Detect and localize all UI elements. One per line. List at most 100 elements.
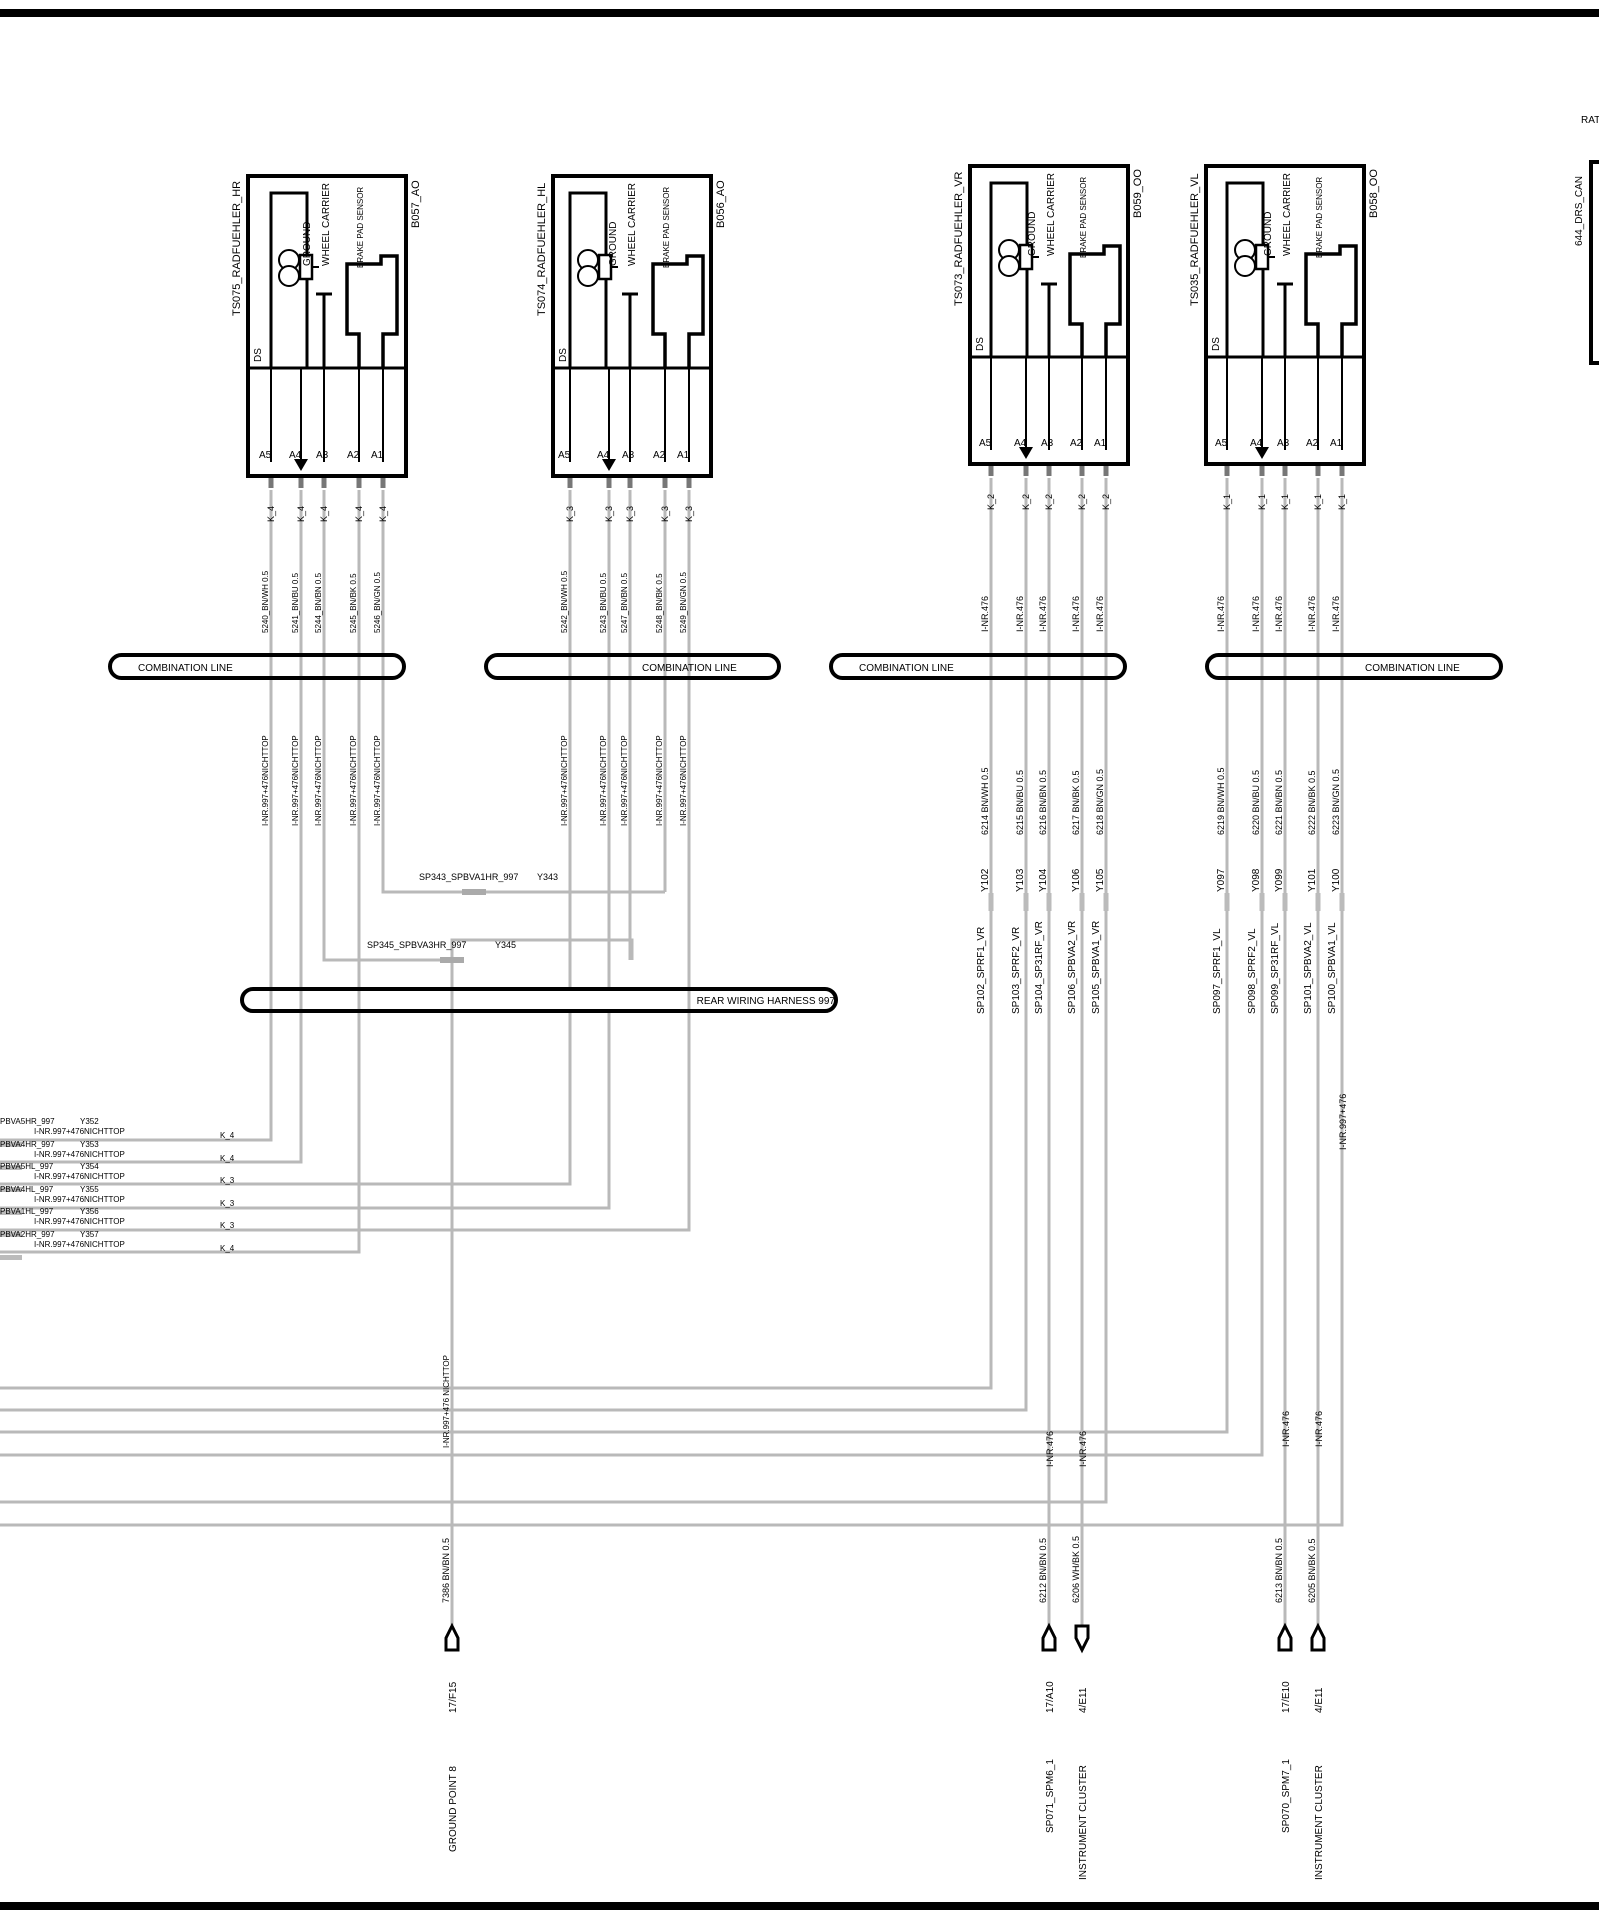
sensor-ds-label: DS xyxy=(253,348,264,362)
left-conn-label: K_4 xyxy=(220,1131,235,1140)
wire-hl-a5 xyxy=(0,490,572,1186)
left-conn-label: K_3 xyxy=(220,1199,235,1208)
left-wire-label: I-NR.997+476NICHTTOP xyxy=(34,1127,125,1136)
wire-spec-label: I-NR.997+476NICHTTOP xyxy=(314,735,323,826)
left-wire-label: I-NR.997+476NICHTTOP xyxy=(34,1240,125,1249)
left-splice-name: PBVA4HR_997 xyxy=(0,1140,55,1149)
ground-label: GROUND xyxy=(1263,212,1274,256)
terminal-wire-label: 6206 WH/BK 0.5 xyxy=(1071,1536,1081,1603)
terminal-target: SP071_SPM6_1 xyxy=(1045,1759,1056,1833)
connector-stub xyxy=(268,478,274,488)
connector-label: K_1 xyxy=(1280,494,1290,510)
wire-code-label: 5244_BN/BN 0.5 xyxy=(314,572,323,633)
connector-stub xyxy=(1023,466,1029,476)
splice-marker xyxy=(1315,893,1321,911)
connector-label: K_4 xyxy=(266,506,276,522)
left-splice-name: PBVA4HL_997 xyxy=(0,1185,54,1194)
wire-code-label: 6214 BN/WH 0.5 xyxy=(980,767,990,835)
terminal-target: GROUND POINT 8 xyxy=(448,1766,459,1852)
temp-coil-icon xyxy=(577,265,599,287)
wire-hl-a1 xyxy=(0,490,691,1232)
connector-stub xyxy=(567,478,573,488)
splice-name: SP097_SPRF1_VL xyxy=(1212,928,1223,1014)
brake-pad-sensor-icon xyxy=(1304,244,1358,357)
splice-id: Y103 xyxy=(1015,868,1026,892)
sensor-name: TS075_RADFUEHLER_HR xyxy=(231,181,243,316)
ground-label: GROUND xyxy=(1027,212,1038,256)
connector-stub xyxy=(686,478,692,488)
left-splice-name: PBVA5HL_997 xyxy=(0,1162,54,1171)
terminal-target: INSTRUMENT CLUSTER xyxy=(1314,1765,1325,1880)
wire-spec-label: I-NR.476 xyxy=(1307,596,1317,632)
splice-name: SP343_SPBVA1HR_997 xyxy=(419,872,518,882)
wire-spec-label: I-NR.476 xyxy=(1331,596,1341,632)
left-stub xyxy=(0,1142,22,1147)
splice-name: SP106_SPBVA2_VR xyxy=(1067,921,1078,1014)
splice-id: Y097 xyxy=(1216,868,1227,892)
brake-pad-label: BRAKE PAD SENSOR xyxy=(356,187,365,268)
combination-line-band xyxy=(1205,653,1503,680)
wire-vr-a4 xyxy=(0,478,1028,1412)
pin-label: A4 xyxy=(1250,438,1263,449)
wire-code-label: 6222 BN/BK 0.5 xyxy=(1307,770,1317,835)
wire-hr-a2 xyxy=(0,490,361,1254)
wheel-carrier-label: WHEEL CARRIER xyxy=(1282,173,1293,256)
terminal-ref: 17/F15 xyxy=(448,1681,459,1713)
connector-stub xyxy=(627,478,633,488)
sensor-code: B058_OO xyxy=(1368,169,1380,218)
connector-label: K_2 xyxy=(1077,494,1087,510)
wire-spec-label: I-NR.997+476NICHTTOP xyxy=(373,735,382,826)
left-wire-label: I-NR.997+476NICHTTOP xyxy=(34,1217,125,1226)
wire-spec-label: I-NR.476 xyxy=(1015,596,1025,632)
temp-coil-icon xyxy=(278,265,300,287)
terminal-down-icon xyxy=(1074,1624,1090,1654)
connector-stub xyxy=(988,466,994,476)
left-splice-name: PBVA1HL_997 xyxy=(0,1207,54,1216)
wire-spec-label: I-NR.476 xyxy=(1038,596,1048,632)
wire-vl-a4 xyxy=(0,478,1264,1457)
connector-stub xyxy=(1339,466,1345,476)
connector-label: K_3 xyxy=(604,506,614,522)
pin-label: A4 xyxy=(597,450,610,461)
ground-feed-label: I-NR.997+476 NICHTTOP xyxy=(442,1355,451,1448)
pin-label: A5 xyxy=(558,450,571,461)
splice-name: SP098_SPRF2_VL xyxy=(1247,928,1258,1014)
connector-label: K_4 xyxy=(378,506,388,522)
wheel-carrier-label: WHEEL CARRIER xyxy=(1046,173,1057,256)
terminal-target: INSTRUMENT CLUSTER xyxy=(1078,1765,1089,1880)
connector-label: K_4 xyxy=(354,506,364,522)
pin-label: A1 xyxy=(371,450,384,461)
splice-id: Y098 xyxy=(1251,868,1262,892)
ir476-label: I-NR.476 xyxy=(1078,1431,1088,1467)
connector-stub xyxy=(1259,466,1265,476)
splice-marker xyxy=(1079,893,1085,911)
brake-pad-sensor-icon xyxy=(1068,244,1122,357)
vl-feed-label: I-NR.997+476 xyxy=(1338,1094,1348,1150)
splice-id: Y102 xyxy=(980,868,991,892)
connector-label: K_2 xyxy=(1101,494,1111,510)
combination-line-label: COMBINATION LINE xyxy=(138,663,233,674)
pin-label: A2 xyxy=(1070,438,1083,449)
combination-line-label: COMBINATION LINE xyxy=(859,663,954,674)
connector-stub xyxy=(380,478,386,488)
arrow-icon xyxy=(602,459,616,471)
pin-label: A4 xyxy=(289,450,302,461)
connector-label: K_2 xyxy=(1044,494,1054,510)
splice-marker xyxy=(1023,893,1029,911)
connector-stub xyxy=(606,478,612,488)
arrow-icon xyxy=(1019,447,1033,459)
wheel-carrier-label: WHEEL CARRIER xyxy=(321,183,332,266)
connector-label: K_2 xyxy=(1021,494,1031,510)
splice-name: SP100_SPBVA1_VL xyxy=(1327,922,1338,1014)
connector-stub xyxy=(1224,466,1230,476)
brake-pad-sensor-icon xyxy=(651,254,705,368)
terminal-wire-label: 7386 BN/BN 0.5 xyxy=(441,1538,451,1603)
wire-hr-a4 xyxy=(0,490,303,1164)
connector-stub xyxy=(356,478,362,488)
splice-marker xyxy=(1103,893,1109,911)
left-splice-id: Y355 xyxy=(80,1185,99,1194)
rear-harness-label: REAR WIRING HARNESS 997 xyxy=(697,996,836,1007)
wire-spec-label: I-NR.476 xyxy=(1216,596,1226,632)
